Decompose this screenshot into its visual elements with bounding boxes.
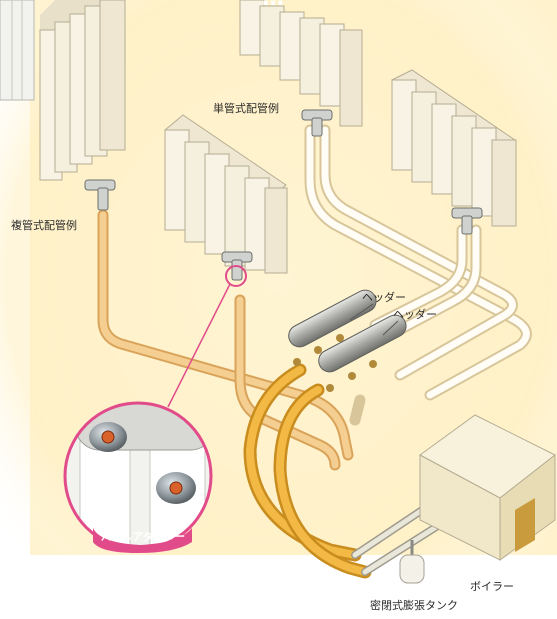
header-manifold-2	[318, 314, 407, 392]
panel-adapter-label: パネルアダプター	[101, 531, 185, 543]
radiator-single-pipe-1	[239, 0, 363, 127]
radiator-double-pipe	[39, 0, 126, 181]
boiler	[419, 414, 556, 561]
boiler-label: ボイラー	[470, 580, 514, 593]
radiator-single-pipe-2	[391, 69, 517, 227]
header-label-1: ヘッダー	[362, 291, 406, 304]
title-fragment: …	[262, 0, 284, 11]
expansion-tank	[399, 540, 425, 584]
expansion-tank-label: 密閉式膨張タンク	[370, 599, 458, 612]
building-edge	[0, 0, 35, 101]
double-pipe-label: 複管式配管例	[11, 219, 77, 232]
panel-adapter-callout	[63, 265, 247, 553]
single-pipe-label: 単管式配管例	[213, 102, 279, 115]
header-label-2: ヘッダー	[393, 308, 437, 321]
white-pipes	[304, 124, 532, 426]
header-manifold-1	[288, 289, 377, 366]
valve-fittings	[84, 109, 483, 281]
radiator-double-pipe-2	[164, 114, 288, 274]
leader-lines	[349, 303, 399, 336]
